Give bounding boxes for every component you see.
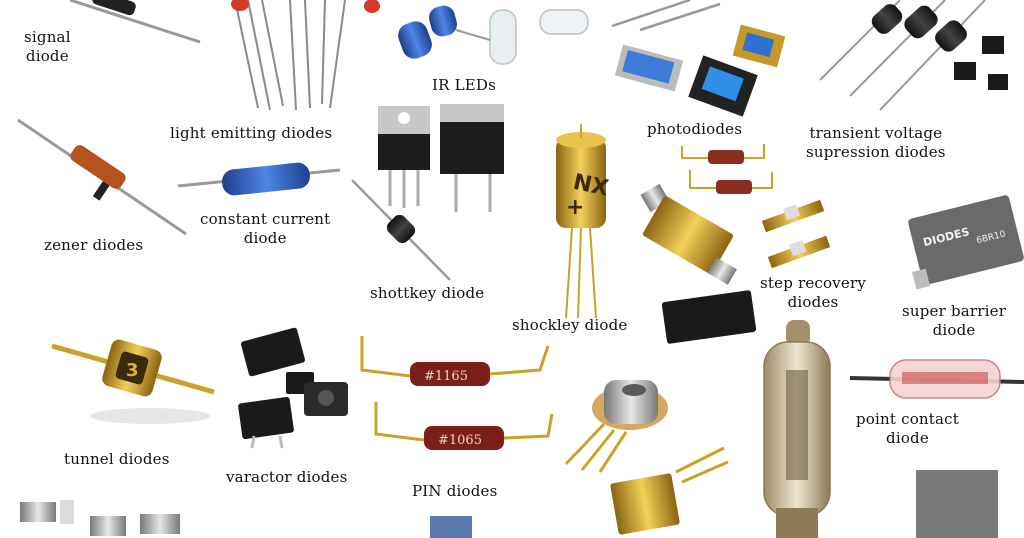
ir-led-component xyxy=(398,5,589,65)
connector-component xyxy=(20,500,472,538)
point-contact-diode-component xyxy=(849,359,1024,399)
label-ir-leds: IR LEDs xyxy=(432,76,497,94)
label-zener-diodes: zener diodes xyxy=(44,236,144,254)
photodiode-component xyxy=(614,24,786,117)
label-transient-voltage: transient voltage supression diodes xyxy=(806,124,946,161)
to220-package-component xyxy=(378,104,504,212)
varactor-diode-component xyxy=(238,327,348,449)
label-signal-diode: signal diode xyxy=(24,28,71,65)
pin-body-marking-2: #1065 xyxy=(438,433,482,448)
super-barrier-diode-component: DIODES 6BR10 xyxy=(908,195,1024,290)
shockley-plus: + xyxy=(566,195,584,220)
vacuum-tube-component xyxy=(763,320,831,538)
led-component xyxy=(231,0,380,111)
constant-current-diode-component xyxy=(177,162,341,196)
photodiode-lead-component xyxy=(611,0,721,32)
pin-diode-component: #1165 #1065 xyxy=(360,336,554,450)
label-photodiodes: photodiodes xyxy=(647,120,743,138)
label-varactor-diodes: varactor diodes xyxy=(226,468,348,486)
label-light-emitting-diodes: light emitting diodes xyxy=(170,124,333,142)
label-constant-current-diode: constant current diode xyxy=(200,210,331,247)
axial-diode-component xyxy=(681,144,773,194)
label-tunnel-diodes: tunnel diodes xyxy=(64,450,170,468)
signal-diode-component xyxy=(69,0,201,44)
grey-package-component xyxy=(916,470,998,538)
label-step-recovery-diodes: step recovery diodes xyxy=(760,274,867,311)
label-point-contact-diode: point contact diode xyxy=(856,410,959,447)
label-pin-diodes: PIN diodes xyxy=(412,482,498,500)
tunnel-marking: 3 xyxy=(126,360,139,381)
label-super-barrier-diode: super barrier diode xyxy=(902,302,1007,339)
tvs-diode-component xyxy=(819,0,1008,111)
step-recovery-diode-component xyxy=(761,199,831,269)
shockley-diode-component: NX + xyxy=(556,124,611,319)
laser-diode-component xyxy=(564,380,668,473)
zener-diode-component xyxy=(17,118,187,236)
label-shockley-diode: shockley diode xyxy=(512,316,628,334)
pin-body-marking-1: #1165 xyxy=(424,369,468,384)
gold-package-component xyxy=(610,446,729,535)
rf-module-component xyxy=(640,183,737,285)
tunnel-diode-component: 3 xyxy=(51,339,215,424)
schottky-diode-component xyxy=(351,179,451,281)
chip-package-component xyxy=(661,290,757,344)
label-shottkey-diode: shottkey diode xyxy=(370,284,485,302)
